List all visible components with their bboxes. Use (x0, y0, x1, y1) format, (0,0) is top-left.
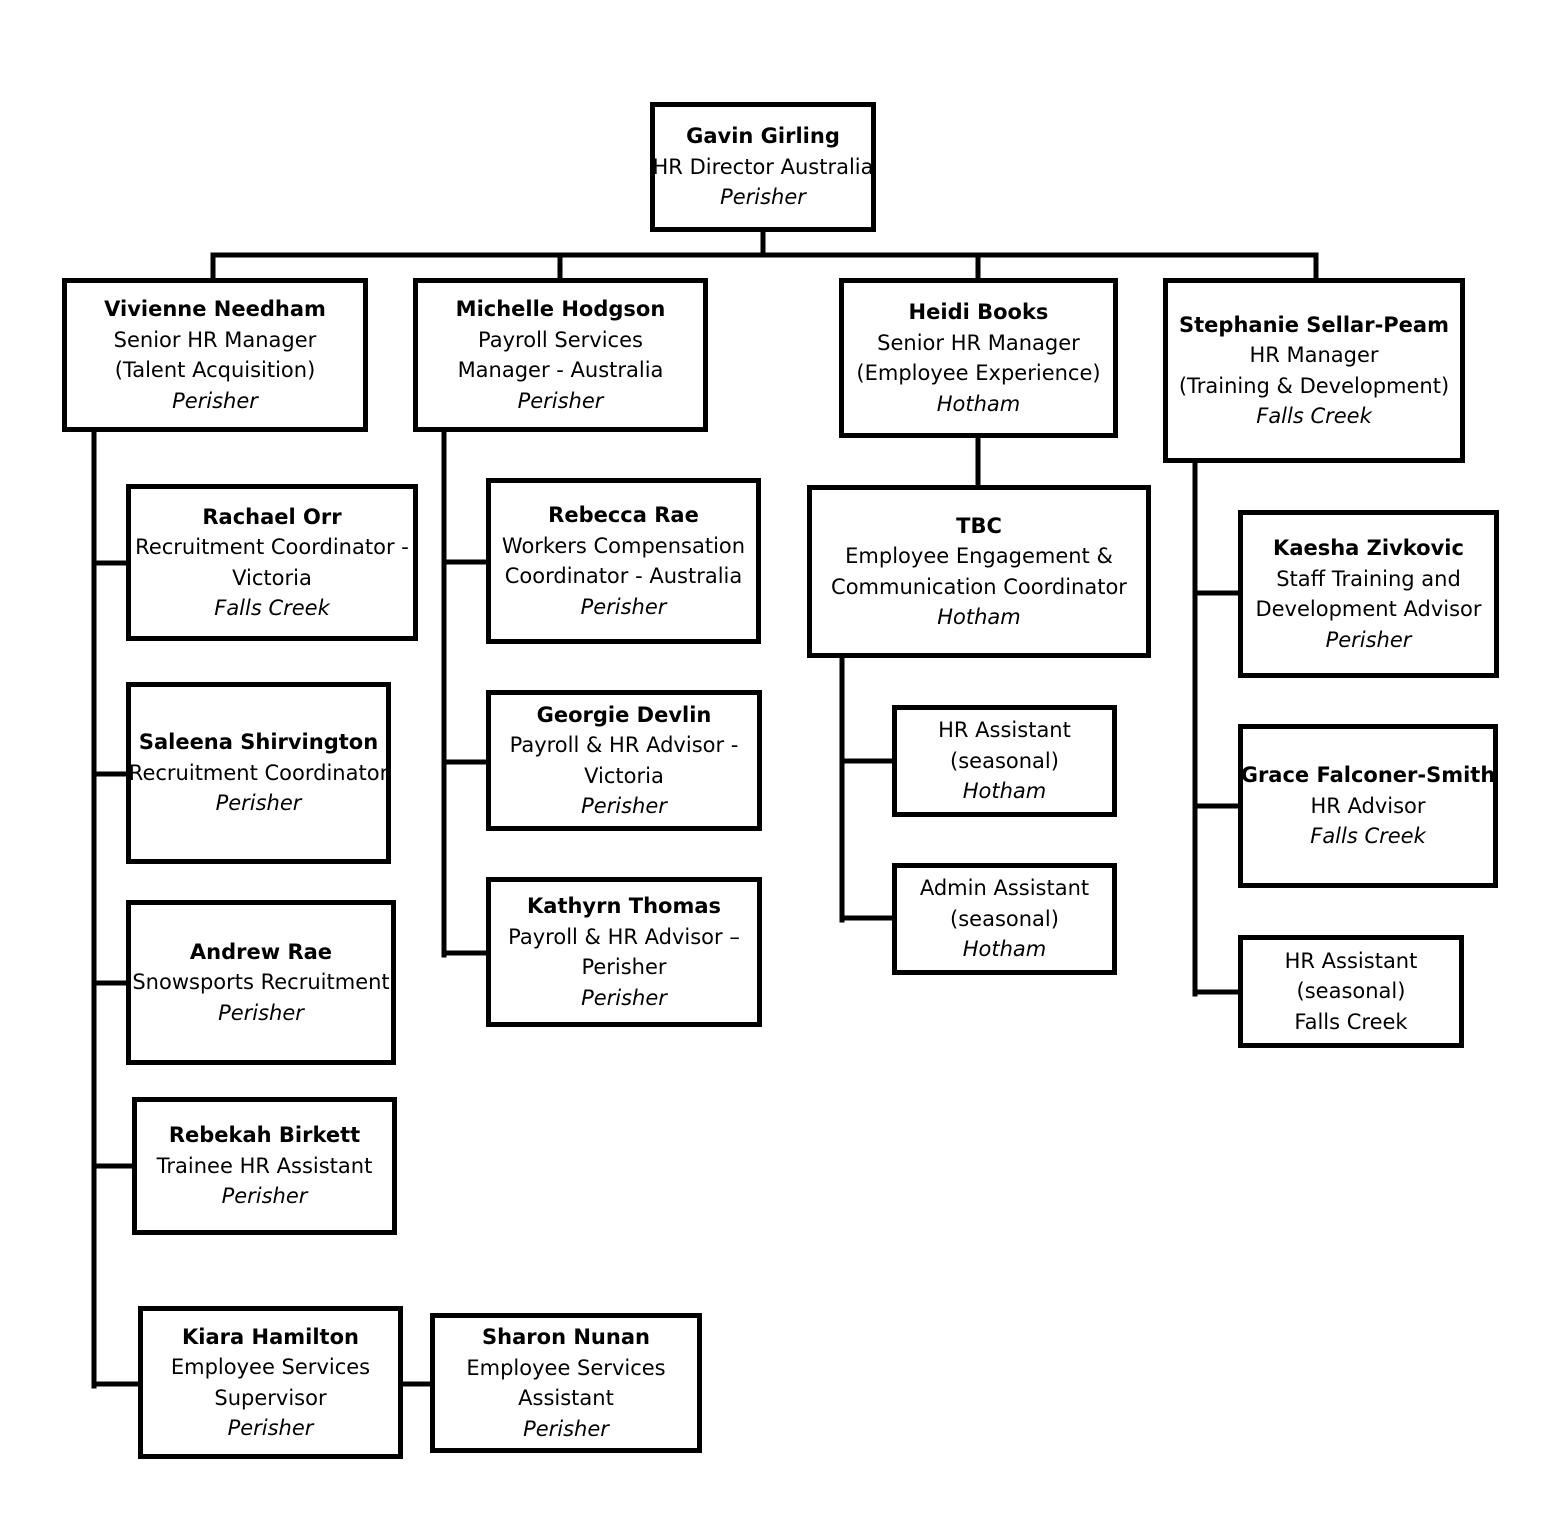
node-title-line: Senior HR Manager (113, 327, 317, 352)
node-name: Kaesha Zivkovic (1273, 536, 1464, 560)
org-node-hr-assistant-hotham: HR Assistant (seasonal) Hotham (892, 705, 1117, 817)
node-title-line: HR Manager (1249, 343, 1379, 367)
node-name: Grace Falconer-Smith (1240, 763, 1496, 788)
node-title-line: Senior HR Manager (877, 330, 1080, 355)
node-title-line: (seasonal) (950, 748, 1059, 773)
node-name: Heidi Books (908, 300, 1049, 324)
node-name: Kiara Hamilton (182, 1324, 359, 1349)
node-title-line: Payroll & HR Advisor – (508, 924, 740, 949)
node-location: Falls Creek (1294, 1009, 1408, 1034)
node-location: Perisher (215, 791, 302, 816)
node-title-line: Coordinator - Australia (504, 564, 743, 588)
node-title-line: Admin Assistant (919, 876, 1090, 901)
node-name: Andrew Rae (189, 939, 333, 964)
node-title-line: Payroll & HR Advisor - (509, 733, 739, 757)
node-title-line: Employee Services (466, 1355, 666, 1380)
node-title-line: HR Assistant (938, 718, 1071, 743)
node-location: Falls Creek (214, 596, 330, 620)
node-name: Georgie Devlin (536, 702, 712, 727)
node-location: Perisher (1325, 627, 1412, 652)
node-title-line: (seasonal) (950, 906, 1059, 931)
node-location: Perisher (172, 388, 258, 413)
node-title-line: (Training & Development) (1178, 373, 1450, 398)
node-title-line: Recruitment Coordinator (128, 760, 389, 785)
node-location: Perisher (227, 1416, 314, 1440)
node-location: Hotham (962, 779, 1047, 804)
node-title-line: Workers Compensation (501, 533, 746, 558)
node-title-line: Trainee HR Assistant (156, 1153, 373, 1178)
node-location: Falls Creek (1256, 404, 1372, 428)
node-location: Hotham (962, 937, 1047, 962)
node-title-line: HR Advisor (1310, 793, 1426, 818)
org-node-hr-assistant-falls: HR Assistant (seasonal) Falls Creek (1238, 935, 1464, 1048)
node-location: Perisher (221, 1184, 308, 1209)
node-title-line: Employee Engagement & (845, 544, 1113, 568)
node-title-line: (Employee Experience) (856, 361, 1101, 385)
node-location: Falls Creek (1310, 824, 1426, 849)
node-name: Rachael Orr (202, 504, 342, 529)
node-location: Hotham (936, 391, 1021, 416)
node-title-line: Perisher (581, 955, 667, 979)
node-location: Perisher (580, 594, 667, 619)
node-name: Saleena Shirvington (138, 730, 379, 755)
node-name: Vivienne Needham (104, 297, 326, 321)
node-title-line: Payroll Services (478, 327, 643, 352)
node-name: Michelle Hodgson (455, 297, 666, 321)
node-name: Kathyrn Thomas (527, 894, 721, 918)
node-title-line: Victoria (232, 565, 312, 590)
node-location: Perisher (581, 985, 667, 1010)
node-name: Rebekah Birkett (168, 1123, 361, 1148)
node-title-line: Supervisor (214, 1385, 327, 1410)
node-name: TBC (956, 513, 1002, 538)
node-name: Rebecca Rae (548, 503, 699, 527)
node-title-line: HR Assistant (1284, 948, 1418, 973)
node-title-line: (seasonal) (1296, 979, 1406, 1004)
node-title-line: Development Advisor (1255, 597, 1482, 621)
node-location: Perisher (218, 1000, 304, 1025)
node-name: Gavin Girling (686, 124, 840, 149)
node-name: Stephanie Sellar-Peam (1179, 312, 1449, 337)
node-location: Perisher (523, 1416, 609, 1441)
org-node-admin-assistant-hotham: Admin Assistant (seasonal) Hotham (892, 863, 1117, 975)
node-location: Perisher (581, 794, 667, 818)
node-location: Hotham (937, 605, 1021, 629)
node-location: Perisher (720, 185, 806, 210)
node-title-line: (Talent Acquisition) (114, 358, 316, 382)
node-title-line: Recruitment Coordinator - (135, 535, 409, 559)
node-title-line: Snowsports Recruitment (132, 970, 390, 995)
node-title-line: Manager - Australia (457, 358, 664, 382)
node-title-line: Staff Training and (1276, 566, 1461, 591)
node-location: Perisher (517, 388, 604, 413)
org-node-tbc: TBC Employee Engagement & Communication Co… (807, 485, 1151, 658)
node-title-line: Communication Coordinator (831, 574, 1127, 599)
org-node-stephanie: Stephanie Sellar-Peam HR Manager (Training… (1163, 278, 1465, 463)
node-title-line: HR Director Australia (652, 154, 874, 179)
node-name: Sharon Nunan (482, 1325, 650, 1349)
node-title-line: Employee Services (170, 1355, 371, 1379)
node-title-line: Assistant (518, 1386, 614, 1410)
node-title-line: Victoria (584, 763, 664, 788)
